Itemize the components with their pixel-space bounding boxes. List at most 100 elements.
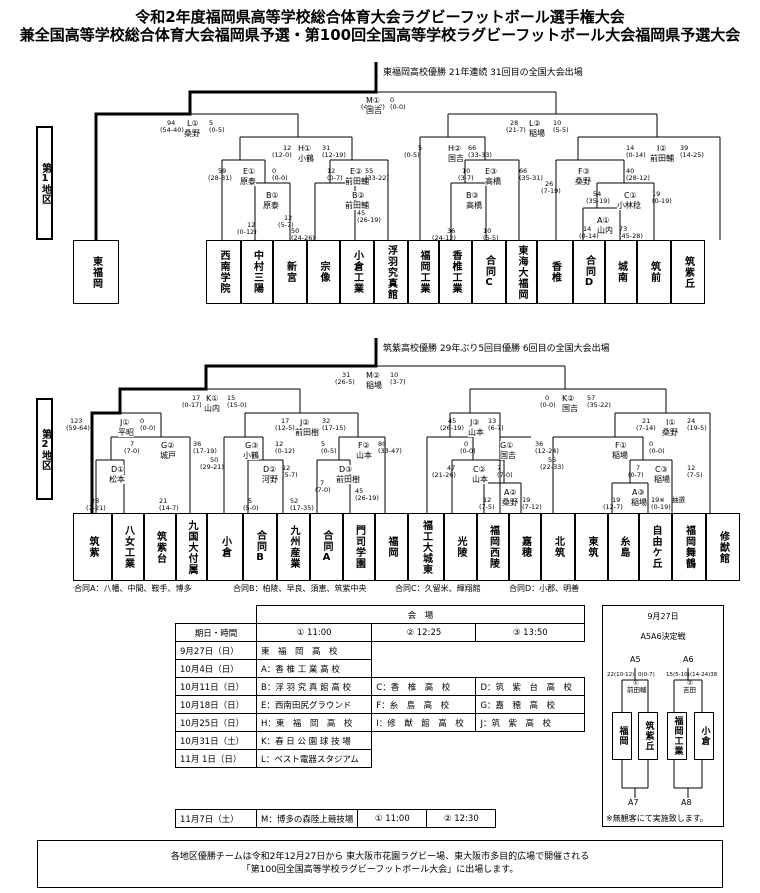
score-label: 0 [545,394,550,402]
score-label: 12 [247,221,256,229]
score-label: (12-5) [275,424,295,432]
score-label: 17 [192,394,201,402]
match-label: 高橋 [485,177,501,186]
team-cell: 八女工業 [112,513,144,581]
score-label: 45 [448,417,457,425]
match-label: C① [624,191,637,200]
score-label: (21-7) [506,126,526,134]
score-label: 14 [583,225,592,233]
match-label: 稲場 [612,451,628,460]
score-label: 50 [291,227,300,235]
score-label: (7-12) [522,503,542,511]
match-label: F③ [578,167,590,176]
score-label: 52 [290,497,299,505]
score-label: (26-19) [357,216,381,224]
score-label: (14-7) [159,504,179,512]
team-cell: 門司学園 [343,513,375,581]
score-label: (45-28) [619,232,643,240]
team-name: 城南 [615,261,627,283]
score-label: (0-12) [237,228,257,236]
match-label: 前田輔 [345,177,369,186]
score-label: (0-17) [182,401,202,409]
score-label: 57 [587,394,596,402]
score-label: (33-33) [468,151,492,159]
team-name: 自由ケ丘 [650,525,661,569]
score-label: (12-0) [272,151,292,159]
score-label: (3-7) [390,378,406,386]
team-name: 門司学園 [353,525,365,569]
match-label: J① [120,418,130,427]
match-label: C② [473,465,486,474]
match-label: 国吉 [366,106,382,115]
score-label: (0-0) [460,447,476,455]
team-name: 西南学院 [218,250,229,294]
score-label: 17 [281,417,290,425]
match-label: G① [500,441,514,450]
score-label: (12-19) [322,151,346,159]
score-label: 12 [483,496,492,504]
team-name: 筑前 [648,261,660,283]
match-label: G③ [245,441,259,450]
a6-score: 15(5-10) [666,672,690,678]
team-cell: 中村三陽 [241,240,273,304]
score-label: (0-19) [651,503,671,511]
team-name: 新宮 [284,261,296,283]
match-label: E② [350,167,363,176]
score-label: 7 [497,464,502,472]
score-label: 45 [357,209,366,217]
score-label: 19 [522,496,531,504]
score-label: (0-0) [390,103,406,111]
team-name: 合同D [583,255,595,289]
score-label: (59-64) [66,424,90,432]
schedule-venue-3: G：嘉 穂 高 校 [475,695,585,714]
team-name: 香椎工業 [450,250,461,294]
team-cell: 西南学院 [206,240,241,304]
team-name: 九州産業 [288,525,299,569]
score-label: 19 [652,190,661,198]
score-label: (5-0) [243,504,259,512]
schedule-venue-1: A：香 椎 工 業 高 校 [255,659,373,678]
match-label: 桑野 [502,498,518,507]
score-label: 5 [248,497,253,505]
score-label: 31 [322,144,331,152]
score-label: (17-15) [322,424,346,432]
schedule-venue-1: E：西南田尻グラウンド [255,695,373,714]
score-label: (0-14) [626,151,646,159]
score-label: (14-25) [680,151,704,159]
a5-score-b: 0(0-7) [638,672,655,678]
match-label: 前田樹 [336,475,360,484]
schedule-date: 10月11日（日） [175,677,257,696]
score-label: (29-21) [200,463,224,471]
score-label: (24-26) [291,234,315,242]
team-name: 筑紫丘 [682,255,694,289]
final-venue: M：博多の森陸上競技場 [255,809,359,828]
match-label: C③ [655,465,668,474]
match-label: F② [358,441,370,450]
match-label: 松本 [109,475,125,484]
score-label: 32 [322,417,331,425]
team-cell: 九国大付属 [176,513,207,581]
datetime-header: 期日・時間 [175,623,257,642]
a5a6-team: 福岡 [612,712,632,760]
score-label: 26 [545,180,554,188]
match-label: I② [657,144,667,153]
score-label: (0-0) [272,174,288,182]
a6-score-b: (14-24)38 [690,672,718,678]
score-label: (19-5) [687,424,707,432]
match-label: L② [529,119,541,128]
team-cell: 香椎工業 [439,240,472,304]
match-label: 稲場 [654,475,670,484]
team-cell: 東海大福岡 [506,240,537,304]
match-label: K① [206,394,219,403]
score-label: (5-5) [483,234,499,242]
score-label: 80 [378,440,387,448]
score-label: (26-19) [355,494,379,502]
match-label: B① [266,191,279,200]
district2-result: 筑紫高校優勝 29年ぶり5回目優勝 6回目の全国大会出場 [383,344,610,354]
team-cell: 北筑 [541,513,575,581]
schedule-date: 10月31日（土） [175,731,257,750]
score-label: 10 [390,371,399,379]
score-label: 12 [687,464,696,472]
schedule-date: 10月4日（日） [175,659,257,678]
match-label: M② [366,371,381,380]
